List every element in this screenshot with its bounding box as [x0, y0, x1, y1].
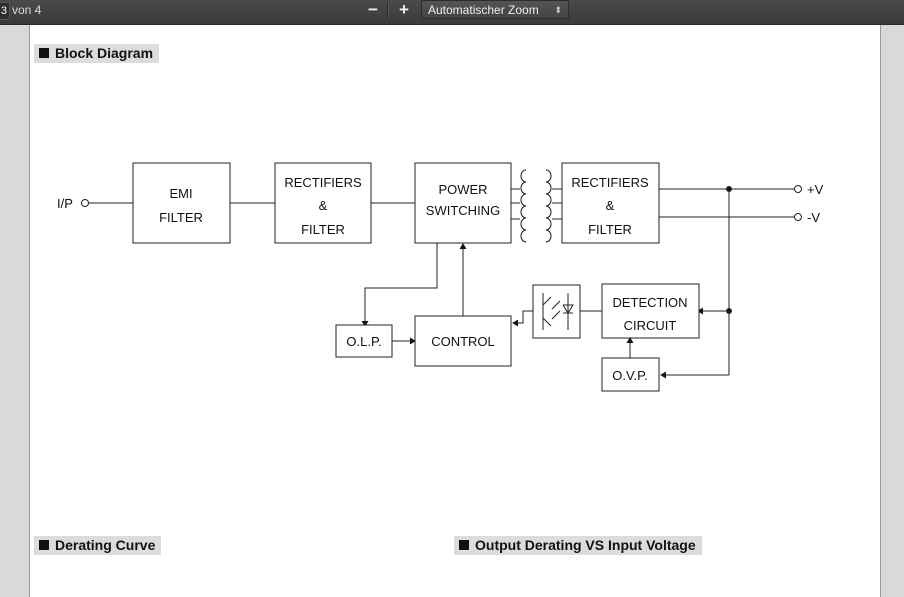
ovp-label: O.V.P. — [612, 368, 647, 383]
bullet-square-icon — [39, 540, 49, 550]
section-heading-output-derating: Output Derating VS Input Voltage — [454, 536, 702, 555]
input-rectifier-block — [274, 162, 372, 244]
power-switching-block — [414, 162, 512, 244]
ovp-block — [601, 357, 660, 392]
rect1-label-2: & — [319, 198, 328, 213]
zoom-select[interactable]: Automatischer Zoom ⬍ — [421, 0, 569, 19]
detection-circuit-block — [601, 283, 700, 339]
emi-filter-block — [132, 162, 231, 244]
output-terminal-pos — [794, 185, 802, 193]
zoom-in-button[interactable]: + — [399, 0, 409, 19]
pdf-page: Block Diagram — [29, 25, 881, 597]
detection-label-1: DETECTION — [612, 295, 687, 310]
section-heading-block-diagram: Block Diagram — [34, 44, 160, 63]
section-heading-derating-curve: Derating Curve — [34, 536, 162, 555]
output-neg-label: -V — [807, 210, 820, 225]
power-label-1: POWER — [438, 182, 487, 197]
page-number-input[interactable]: 3 — [0, 2, 10, 20]
output-terminal-neg — [794, 213, 802, 221]
output-pos-label: +V — [807, 182, 824, 197]
control-label: CONTROL — [431, 334, 495, 349]
emi-filter-label-2: FILTER — [159, 210, 203, 225]
zoom-select-value: Automatischer Zoom — [428, 3, 539, 17]
transformer-symbol — [520, 169, 552, 243]
block-diagram: I/P EMI FILTER RECTIFIERS & FILTER POWER… — [57, 162, 824, 392]
bullet-square-icon — [459, 540, 469, 550]
optocoupler-symbol — [532, 284, 581, 339]
olp-label: O.L.P. — [346, 334, 381, 349]
bullet-square-icon — [39, 48, 49, 58]
page-count-label: von 4 — [12, 3, 42, 17]
rect2-label-3: FILTER — [588, 222, 632, 237]
rect1-label-3: FILTER — [301, 222, 345, 237]
zoom-out-button[interactable]: − — [368, 0, 378, 19]
output-rectifier-block — [561, 162, 660, 244]
input-label: I/P — [57, 196, 73, 211]
rect2-label-2: & — [606, 198, 615, 213]
detection-label-2: CIRCUIT — [624, 318, 677, 333]
input-terminal — [81, 199, 89, 207]
rect1-label-1: RECTIFIERS — [284, 175, 362, 190]
select-arrows-icon: ⬍ — [554, 5, 562, 15]
control-block — [414, 315, 512, 367]
pdf-toolbar: 3 von 4 − + Automatischer Zoom ⬍ — [0, 0, 904, 25]
emi-filter-label-1: EMI — [169, 186, 192, 201]
rect2-label-1: RECTIFIERS — [571, 175, 649, 190]
toolbar-separator — [387, 3, 389, 18]
power-label-2: SWITCHING — [426, 203, 500, 218]
